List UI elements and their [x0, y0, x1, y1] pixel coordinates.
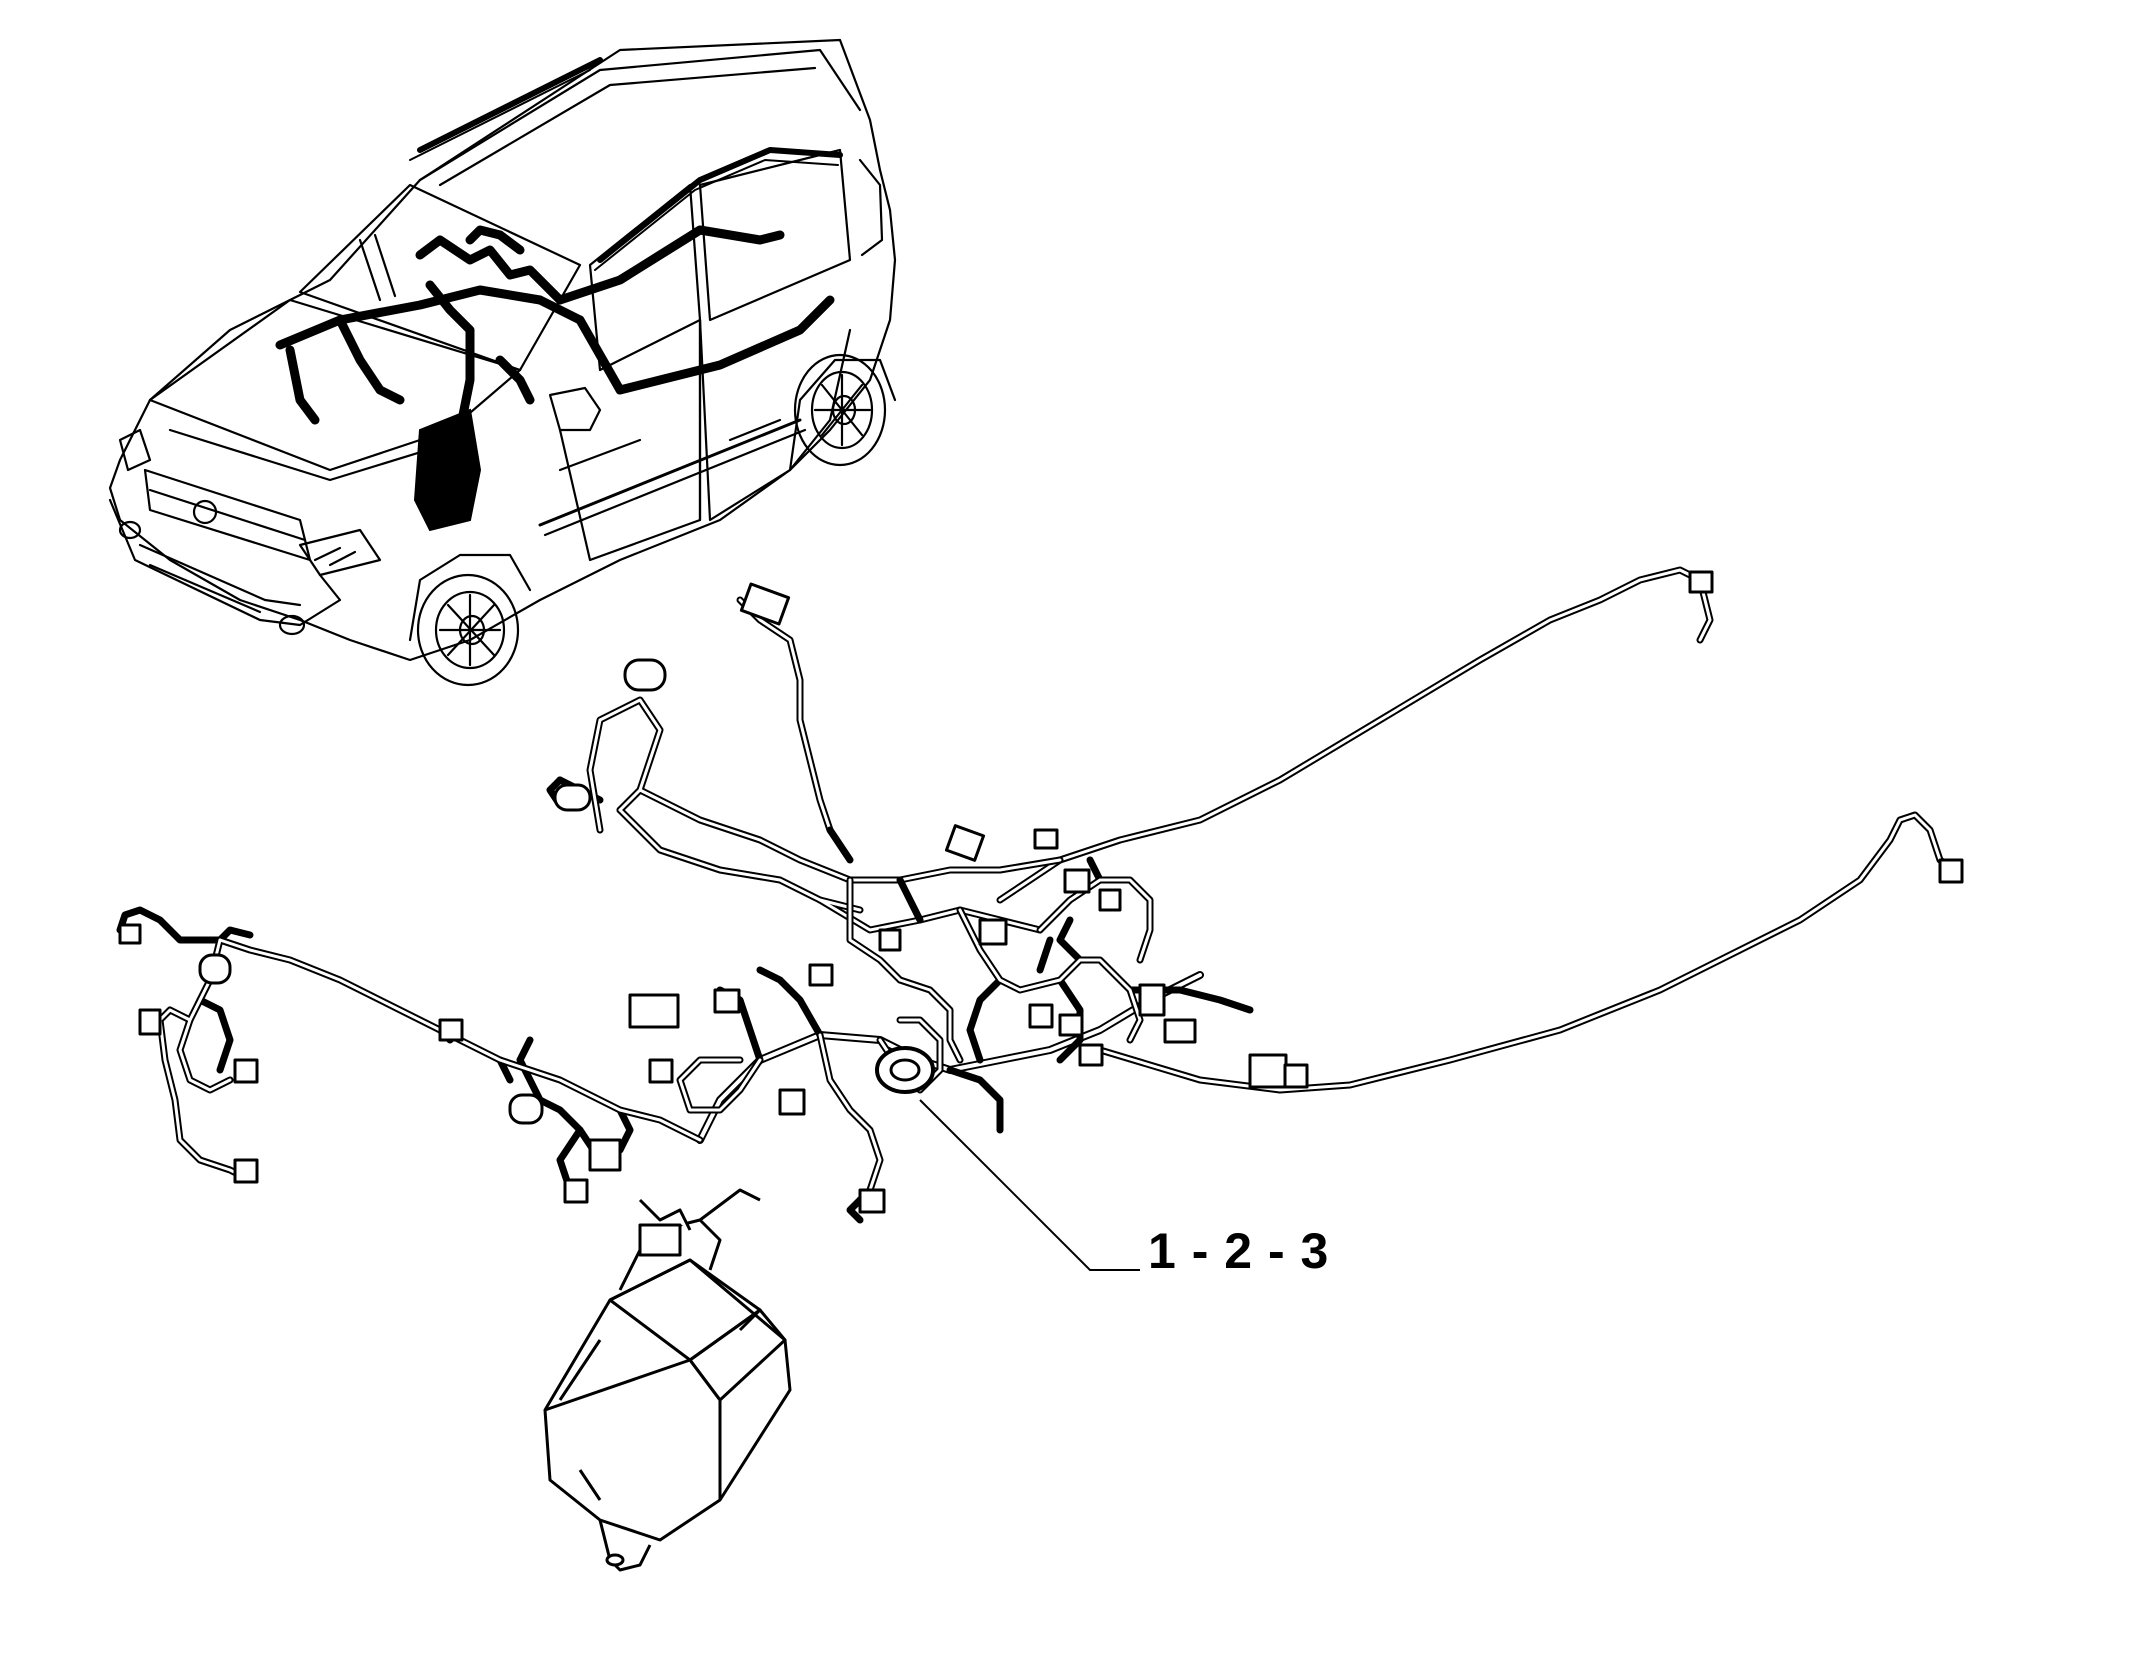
callout-leader-line [919, 1099, 1140, 1271]
side-window-rear [698, 148, 852, 322]
side-window-front [588, 183, 702, 372]
car-control-unit-highlight [413, 408, 482, 532]
car-illustration [108, 38, 897, 687]
control-unit-box [543, 1188, 792, 1572]
car-body-outline [108, 38, 897, 662]
rear-wheel [793, 353, 887, 467]
harness-connectors [118, 570, 1964, 1214]
logo-badge [192, 499, 218, 525]
headlamp-left [118, 428, 152, 472]
callout-label: 1 - 2 - 3 [1148, 1223, 1330, 1279]
headlamp-right [298, 528, 382, 577]
front-bumper [108, 498, 342, 627]
hood [148, 298, 522, 472]
wiring-harness [116, 566, 1964, 1224]
windshield [298, 183, 582, 372]
side-mirror [548, 386, 602, 432]
harness-grommet [875, 1046, 935, 1094]
car-harness-highlight [275, 225, 835, 435]
front-wheel [416, 573, 520, 687]
